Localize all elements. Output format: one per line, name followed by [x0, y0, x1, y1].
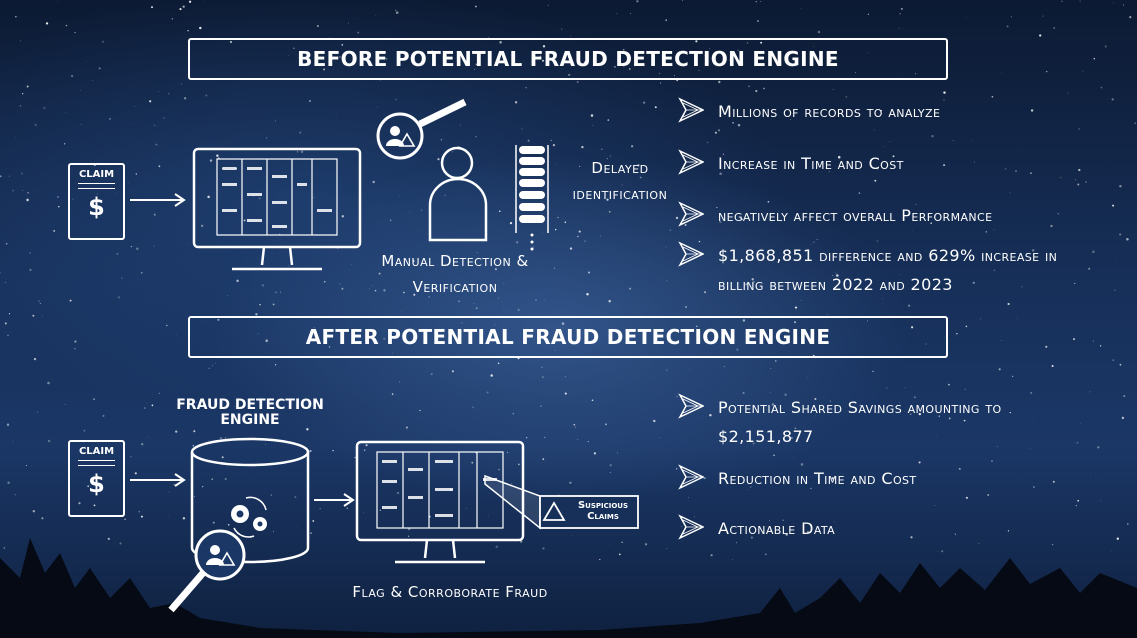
paper-plane-arrow-icon: [678, 149, 704, 175]
arrow-right-icon: [130, 473, 186, 487]
bullet-text: Increase in Time and Cost: [718, 154, 904, 173]
bullet-item: negatively affect overall Performance: [678, 201, 992, 230]
dollar-sign: $: [88, 193, 105, 221]
suspicious-claims-label: Suspicious Claims: [577, 500, 629, 522]
after-title: AFTER POTENTIAL FRAUD DETECTION ENGINE: [305, 325, 831, 349]
bullet-item: Potential Shared Savings amounting to $2…: [678, 393, 1048, 451]
monitor-spreadsheet-icon: [192, 147, 362, 271]
paper-plane-arrow-icon: [678, 201, 704, 227]
claim-label: CLAIM: [78, 169, 115, 180]
fraud-engine-label: FRAUD DETECTION ENGINE: [176, 397, 324, 428]
before-banner: BEFORE POTENTIAL FRAUD DETECTION ENGINE: [188, 38, 948, 80]
flag-corroborate-label: Flag & Corroborate Fraud: [352, 583, 548, 601]
after-banner: AFTER POTENTIAL FRAUD DETECTION ENGINE: [188, 316, 948, 358]
before-title: BEFORE POTENTIAL FRAUD DETECTION ENGINE: [297, 47, 839, 71]
tree-silhouette: [0, 538, 1137, 638]
arrow-right-icon: [314, 493, 355, 507]
paper-plane-arrow-icon: [678, 514, 704, 540]
claim-document-icon: CLAIM $: [68, 163, 125, 240]
bullet-item: $1,868,851 difference and 629% increase …: [678, 241, 1088, 299]
claim-label: CLAIM: [78, 446, 115, 457]
claim-document-icon: CLAIM $: [68, 440, 125, 517]
bullet-text: Potential Shared Savings amounting to $2…: [718, 398, 1002, 446]
bullet-text: Reduction in Time and Cost: [718, 469, 917, 488]
magnifier-user-warning-icon: [168, 529, 246, 613]
bullet-item: Millions of records to analyze: [678, 97, 940, 126]
bullet-item: Increase in Time and Cost: [678, 149, 904, 178]
bullet-text: negatively affect overall Performance: [718, 206, 993, 225]
magnifier-user-warning-icon: [376, 98, 467, 160]
dollar-sign: $: [88, 470, 105, 498]
paper-plane-arrow-icon: [678, 393, 704, 419]
arrow-right-icon: [130, 193, 186, 207]
records-list-icon: [515, 145, 549, 251]
paper-plane-arrow-icon: [678, 464, 704, 490]
bullet-text: Millions of records to analyze: [718, 102, 941, 121]
paper-plane-arrow-icon: [678, 97, 704, 123]
paper-plane-arrow-icon: [678, 241, 704, 267]
bullet-text: $1,868,851 difference and 629% increase …: [718, 246, 1058, 294]
bullet-text: Actionable Data: [718, 519, 836, 538]
bullet-item: Actionable Data: [678, 514, 835, 543]
warning-icon: [542, 501, 566, 521]
manual-detection-label: Manual Detection & Verification: [381, 252, 529, 296]
delayed-identification-label: Delayed identification: [572, 159, 668, 203]
person-icon: [428, 146, 488, 242]
monitor-flagged-icon: [355, 440, 639, 564]
bullet-item: Reduction in Time and Cost: [678, 464, 917, 493]
